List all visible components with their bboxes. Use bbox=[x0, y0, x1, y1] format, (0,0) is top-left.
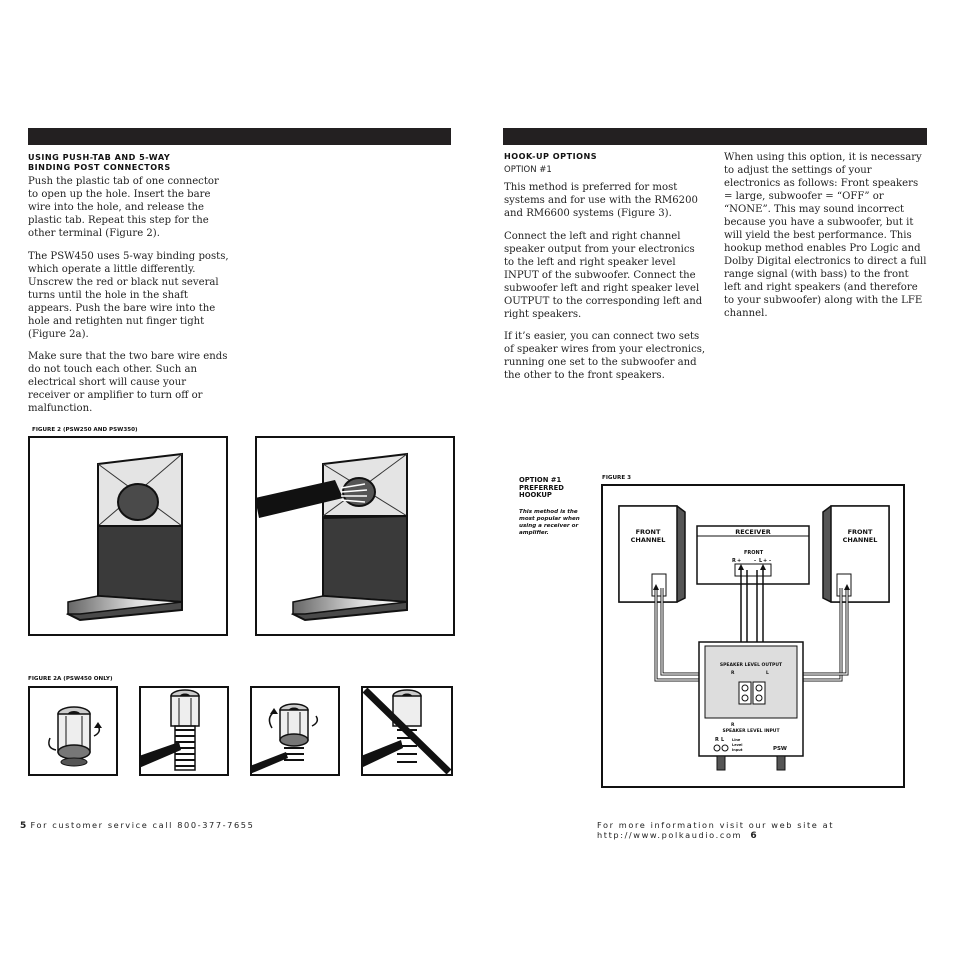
left-footer: 5 For customer service call 800-377-7655 bbox=[20, 820, 254, 831]
figure-2a-insert-wire bbox=[139, 686, 229, 776]
right-speaker-label-2: CHANNEL bbox=[843, 536, 878, 544]
option-1-subheading: OPTION #1 bbox=[504, 165, 552, 175]
option-1-callout: OPTION #1 PREFERRED HOOKUP This method i… bbox=[519, 476, 594, 537]
figure-2-push-tab-wire bbox=[255, 436, 455, 636]
receiver-l-label: L bbox=[759, 558, 763, 564]
right-speaker-label-1: FRONT bbox=[848, 528, 873, 536]
left-text-column: USING PUSH-TAB AND 5-WAY BINDING POST CO… bbox=[28, 152, 230, 425]
speaker-level-input-label: SPEAKER LEVEL INPUT bbox=[722, 728, 780, 734]
hookup-paragraph-1: This method is preferred for most system… bbox=[504, 182, 698, 219]
left-speaker-label-2: CHANNEL bbox=[631, 536, 666, 544]
speaker-level-output-label: SPEAKER LEVEL OUTPUT bbox=[720, 662, 783, 668]
hookup-heading: HOOK-UP OPTIONS bbox=[504, 151, 598, 161]
figure-2a-unscrew-nut bbox=[28, 686, 118, 776]
figure-2-caption: FIGURE 2 (PSW250 AND PSW350) bbox=[32, 427, 138, 433]
hookup-paragraph-4: When using this option, it is necessary … bbox=[724, 152, 927, 319]
figure-2a-caption: FIGURE 2A (PSW450 ONLY) bbox=[28, 676, 113, 682]
receiver-r-plus: + bbox=[737, 558, 741, 564]
left-front-speaker bbox=[618, 505, 678, 603]
right-header-bar bbox=[503, 128, 927, 145]
customer-service-text: For customer service call 800-377-7655 bbox=[30, 820, 255, 830]
psw-label: PSW bbox=[773, 746, 787, 752]
line-l-label: L bbox=[721, 737, 725, 743]
figure-2a-incorrect-connection bbox=[361, 686, 453, 776]
connectors-paragraph-3: Make sure that the two bare wire ends do… bbox=[28, 351, 228, 414]
receiver-front-label: FRONT bbox=[744, 550, 764, 556]
input-r-label: R bbox=[731, 722, 735, 728]
left-speaker-label-1: FRONT bbox=[636, 528, 661, 536]
website-text: For more information visit our web site … bbox=[597, 820, 835, 840]
hookup-paragraph-2: Connect the left and right channel speak… bbox=[504, 230, 703, 320]
option-1-title: OPTION #1 PREFERRED HOOKUP bbox=[519, 476, 564, 499]
line-level-label-2: Level bbox=[732, 743, 742, 747]
option-1-description: This method is the most popular when usi… bbox=[519, 508, 580, 536]
receiver-l-minus: - bbox=[769, 558, 771, 564]
connectors-heading: USING PUSH-TAB AND 5-WAY BINDING POST CO… bbox=[28, 152, 171, 172]
hookup-paragraph-3: If it’s easier, you can connect two sets… bbox=[504, 331, 706, 381]
output-l-label: L bbox=[766, 670, 769, 676]
figure-3-caption: FIGURE 3 bbox=[602, 475, 632, 481]
line-r-label: R bbox=[715, 737, 719, 743]
left-page-number: 5 bbox=[20, 821, 27, 831]
line-level-label-3: Input bbox=[732, 748, 743, 752]
right-text-column-a: HOOK-UP OPTIONS OPTION #1 This method is… bbox=[504, 151, 707, 392]
connectors-paragraph-2: The PSW450 uses 5-way binding posts, whi… bbox=[28, 250, 229, 340]
line-level-label-1: Line bbox=[732, 738, 741, 742]
figure-2a-tighten-nut bbox=[250, 686, 340, 776]
left-header-bar bbox=[28, 128, 451, 145]
figure-3-hookup-diagram: FRONT CHANNEL FRONT CHANNEL RECEIVER FRO… bbox=[601, 484, 905, 788]
receiver-label: RECEIVER bbox=[735, 528, 771, 536]
receiver-r-label: R bbox=[732, 558, 736, 564]
receiver-r-minus: - bbox=[754, 558, 756, 564]
connectors-paragraph-1: Push the plastic tab of one connector to… bbox=[28, 176, 219, 239]
output-r-label: R bbox=[731, 670, 735, 676]
right-text-column-b: When using this option, it is necessary … bbox=[724, 151, 927, 330]
right-footer: For more information visit our web site … bbox=[597, 820, 954, 841]
right-page-number: 6 bbox=[750, 831, 757, 841]
figure-2-push-tab-empty bbox=[28, 436, 228, 636]
receiver-l-plus: + bbox=[763, 558, 767, 564]
